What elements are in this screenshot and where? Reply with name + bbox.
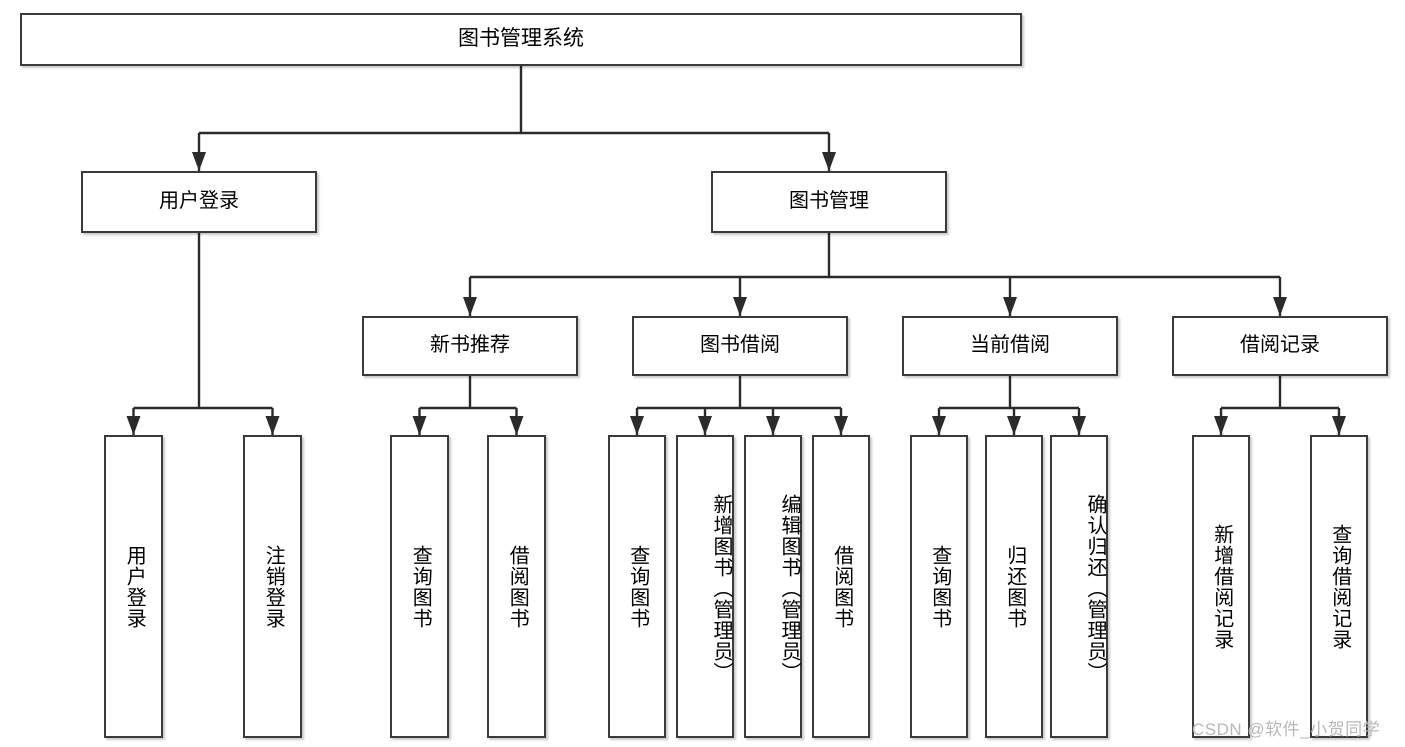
node-book-borrow[interactable]: 图书借阅 [632,316,848,376]
node-label: 图书管理系统 [458,27,584,51]
edge-arrowhead [1273,297,1287,316]
node-label: 归还图书 [1003,544,1026,629]
node-user-login[interactable]: 用户登录 [81,171,317,233]
node-leaf-user-login[interactable]: 用户登录 [104,435,163,738]
node-label: 查询图书 [409,544,432,629]
node-label: 借阅图书 [830,544,853,629]
node-label: 新增图书（管理员） [710,494,732,683]
edge-arrowhead [1072,416,1086,435]
node-label: 新增借阅记录 [1210,523,1233,650]
edge-arrowhead [1003,297,1017,316]
edge-arrowhead [932,416,946,435]
edge-arrowhead [126,416,141,435]
node-label: 注销登录 [262,544,285,629]
node-label: 用户登录 [159,190,239,213]
node-label: 借阅记录 [1240,334,1320,357]
edge-arrowhead [463,297,477,316]
node-root[interactable]: 图书管理系统 [20,13,1022,66]
edge-arrowhead [412,416,427,435]
node-borrow-record[interactable]: 借阅记录 [1172,316,1388,376]
edge-arrowhead [766,416,780,435]
node-leaf-borrow-book-2[interactable]: 借阅图书 [812,435,870,738]
node-label: 确认归还（管理员） [1084,494,1106,683]
node-leaf-query-book-3[interactable]: 查询图书 [910,435,968,738]
edge-arrowhead [1007,416,1021,435]
edge-arrowhead [509,416,524,435]
edge-arrowhead [733,297,747,316]
node-leaf-logout[interactable]: 注销登录 [243,435,302,738]
node-label: 图书管理 [789,190,869,213]
edge-arrowhead [265,416,280,435]
node-leaf-query-book-1[interactable]: 查询图书 [390,435,449,738]
node-leaf-add-book[interactable]: 新增图书（管理员） [676,435,734,738]
node-label: 查询图书 [928,544,951,629]
node-leaf-borrow-book-1[interactable]: 借阅图书 [487,435,546,738]
edge-arrowhead [698,416,712,435]
node-label: 新书推荐 [430,334,510,357]
node-book-management[interactable]: 图书管理 [711,171,947,233]
node-leaf-return-book[interactable]: 归还图书 [985,435,1043,738]
node-current-borrow[interactable]: 当前借阅 [902,316,1118,376]
edge-arrowhead [834,416,848,435]
edge-arrowhead [1214,416,1228,435]
node-leaf-query-record[interactable]: 查询借阅记录 [1310,435,1368,738]
node-leaf-edit-book[interactable]: 编辑图书（管理员） [744,435,802,738]
edge-arrowhead [822,152,836,171]
node-new-book-recommend[interactable]: 新书推荐 [362,316,578,376]
edge-arrowhead [1332,416,1346,435]
node-label: 用户登录 [123,544,146,629]
edge-arrowhead [630,416,644,435]
edge-arrowhead [192,152,206,171]
node-label: 查询借阅记录 [1328,523,1351,650]
node-label: 图书借阅 [700,334,780,357]
node-label: 借阅图书 [506,544,529,629]
node-leaf-confirm-return[interactable]: 确认归还（管理员） [1050,435,1108,738]
node-leaf-query-book-2[interactable]: 查询图书 [608,435,666,738]
node-label: 编辑图书（管理员） [778,494,800,683]
node-label: 当前借阅 [970,334,1050,357]
node-label: 查询图书 [626,544,649,629]
node-leaf-add-record[interactable]: 新增借阅记录 [1192,435,1250,738]
